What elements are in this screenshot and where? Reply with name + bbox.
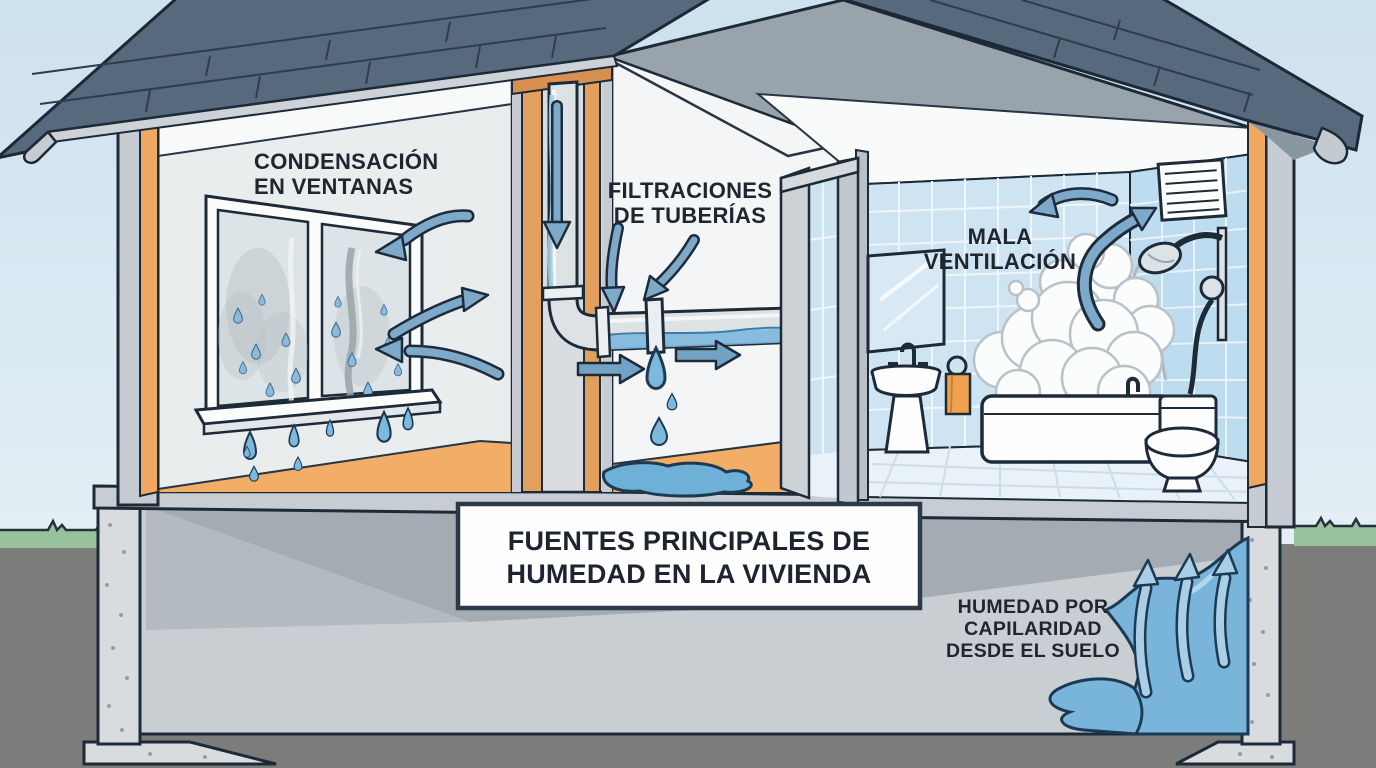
label-pipe-leaks: FILTRACIONES DE TUBERÍAS bbox=[607, 178, 773, 228]
mirror bbox=[866, 248, 946, 354]
title-box bbox=[455, 501, 923, 611]
roof-left bbox=[0, 0, 710, 165]
pedestal-sink bbox=[870, 342, 942, 454]
vent-grille bbox=[1156, 158, 1228, 222]
floor-puddle bbox=[602, 461, 753, 498]
pipe-flow-arrow bbox=[542, 100, 572, 250]
window bbox=[204, 194, 424, 422]
ventilation-arrows bbox=[1028, 187, 1158, 332]
condensation-arrows bbox=[374, 209, 505, 381]
toilet bbox=[1144, 394, 1220, 493]
window-sill bbox=[193, 388, 443, 436]
diagram-title: FUENTES PRINCIPALES DE HUMEDAD EN LA VIV… bbox=[506, 526, 872, 589]
exterior-wall-left bbox=[116, 118, 160, 507]
label-poor-ventilation: MALA VENTILACIÓN bbox=[923, 224, 1077, 274]
shower bbox=[1138, 226, 1228, 395]
foundation-left bbox=[82, 494, 277, 766]
towel bbox=[944, 355, 972, 416]
leak-direction-arrows bbox=[576, 339, 742, 385]
label-condensation: CONDENSACIÓN EN VENTANAS bbox=[254, 149, 439, 199]
capillarity-arrows bbox=[1132, 548, 1239, 699]
exterior-wall-right bbox=[1247, 116, 1296, 529]
roof-right bbox=[840, 0, 1364, 165]
leak-pointer-arrows bbox=[600, 222, 700, 314]
grass-right bbox=[1294, 515, 1376, 546]
label-capillarity: HUMEDAD POR CAPILARIDAD DESDE EL SUELO bbox=[946, 596, 1120, 662]
doorway bbox=[779, 156, 860, 507]
